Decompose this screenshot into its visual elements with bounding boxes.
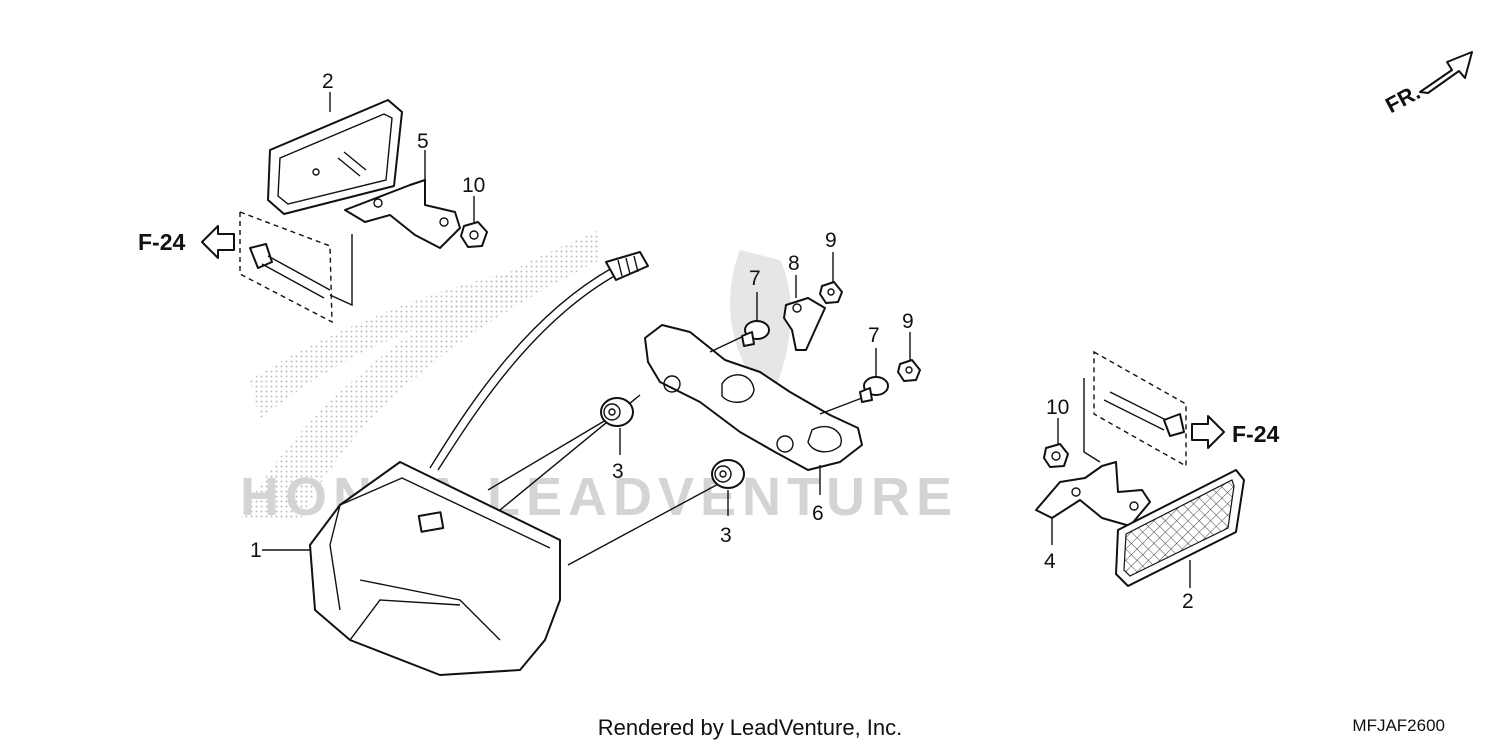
diagram-code: MFJAF2600: [1352, 716, 1445, 735]
callout-3-b: 3: [720, 524, 732, 547]
taillight-assembly: [309, 461, 561, 676]
front-label: FR.: [1381, 79, 1424, 118]
callout-5: 5: [417, 130, 429, 153]
clip-8: [783, 297, 826, 351]
reflector-right: [1115, 469, 1245, 587]
callout-10-left: 10: [462, 174, 485, 197]
reference-f24-left[interactable]: F-24: [138, 225, 235, 259]
reference-f24-right[interactable]: F-24: [1191, 415, 1280, 449]
grommet-3-b: [711, 459, 745, 489]
nut-9-b: [897, 359, 921, 382]
collar-7-b: [859, 376, 889, 403]
bolt-right: [1083, 350, 1187, 468]
callout-10-right: 10: [1046, 396, 1069, 419]
watermark-logo: HONDA LEADVENTURE: [240, 230, 952, 527]
ref-f24-left-label: F-24: [138, 229, 186, 255]
arrow-right-icon: [1191, 415, 1225, 449]
callout-9-a: 9: [825, 229, 837, 252]
wire-harness: [429, 251, 649, 471]
reflector-left: [267, 99, 403, 215]
arrow-left-icon: [201, 225, 235, 259]
callout-2-right: 2: [1182, 590, 1194, 613]
bracket-4: [1035, 461, 1151, 527]
collar-7-a: [741, 320, 770, 347]
nut-9-a: [819, 281, 843, 304]
nut-10-right: [1043, 443, 1069, 468]
bracket-5: [344, 179, 461, 249]
callout-7-a: 7: [749, 267, 761, 290]
grommet-3-a: [600, 397, 634, 427]
callout-7-b: 7: [868, 324, 880, 347]
bolt-left: [239, 210, 353, 324]
callout-3-a: 3: [612, 460, 624, 483]
callout-8: 8: [788, 252, 800, 275]
callout-6: 6: [812, 502, 824, 525]
callout-4: 4: [1044, 550, 1056, 573]
callout-2-left: 2: [322, 70, 334, 93]
callout-9-b: 9: [902, 310, 914, 333]
ref-f24-right-label: F-24: [1232, 421, 1280, 447]
nut-10-left: [460, 221, 488, 248]
footer-credit: Rendered by LeadVenture, Inc.: [597, 715, 903, 740]
front-direction-indicator: FR.: [1381, 51, 1473, 118]
callout-1: 1: [250, 539, 262, 562]
